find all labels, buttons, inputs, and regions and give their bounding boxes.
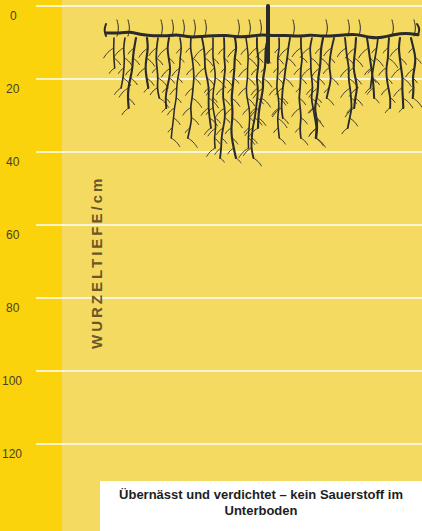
depth-number: 60: [6, 228, 19, 242]
depth-number: 100: [2, 374, 22, 388]
depth-number: 80: [6, 301, 19, 315]
depth-number: 120: [2, 447, 22, 461]
main-root: [106, 32, 418, 37]
root-system: [104, 6, 422, 166]
depth-number: 20: [6, 82, 19, 96]
depth-number: 40: [6, 155, 19, 169]
caption-box: Übernässt und verdichtet – kein Sauersto…: [100, 481, 422, 531]
stem: [266, 6, 270, 62]
depth-line: [36, 370, 422, 372]
depth-line: [36, 78, 422, 80]
depth-line: [36, 443, 422, 445]
caption-text: Übernässt und verdichtet – kein Sauersto…: [110, 487, 412, 519]
depth-number: 0: [10, 9, 17, 23]
axis-title: WURZELTIEFE/cm: [88, 175, 105, 348]
depth-line: [36, 5, 422, 7]
depth-gridlines: [36, 6, 422, 444]
